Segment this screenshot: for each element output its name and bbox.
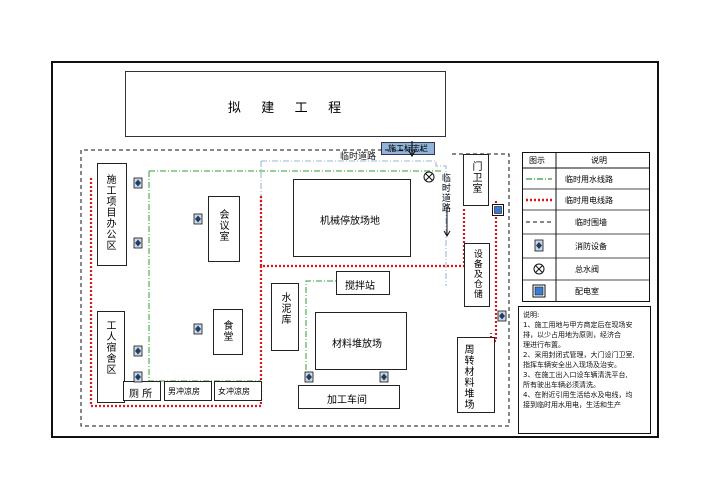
project-office-label: 施工项目办公区: [104, 174, 115, 251]
legend-item-label: 总水阀: [575, 265, 599, 274]
meeting-room-label: 会议室: [217, 209, 228, 242]
legend-item-label: 临时围墙: [575, 218, 607, 227]
notes-line: 1、施工用地与甲方商定后在现场安: [523, 321, 633, 329]
legend-fire-equipment-icon: [534, 239, 544, 252]
notes-line: 排，以少占用地为原则，经济合: [523, 331, 621, 339]
worker-dormitory-area: 工人宿舍区: [97, 311, 125, 403]
notes-line: 3、在施工出入口设车辆清洗平台,: [523, 371, 628, 379]
notes-line: 理进行布置。: [523, 341, 565, 349]
canteen-label: 食堂: [221, 320, 232, 342]
processing-workshop: 加工车间: [298, 385, 400, 409]
fire-equipment-icon: [379, 371, 389, 383]
temporary-road-line: [260, 160, 446, 286]
construction-sign-label: 施工标志栏: [388, 144, 428, 153]
legend-header-desc: 说明: [591, 156, 607, 165]
canteen: 食堂: [213, 309, 243, 355]
legend-main-valve-icon: [533, 263, 545, 275]
legend-power-room-icon: [532, 284, 546, 298]
project-office-area: 施工项目办公区: [97, 163, 127, 266]
water-line-left: [148, 170, 261, 381]
construction-sign: 施工标志栏: [381, 142, 435, 155]
mixing-station: 搅拌站: [336, 271, 390, 295]
main-valve-icon: [423, 171, 435, 183]
power-line-main: [489, 200, 497, 342]
power-line-outer: [89, 175, 465, 407]
road-arrow-head: [407, 150, 416, 157]
fire-equipment-icon: [497, 310, 507, 322]
material-storage-yard: 材料堆放场: [315, 312, 407, 370]
processing-workshop-label: 加工车间: [327, 395, 367, 406]
legend-item-label: 临时用电线路: [565, 196, 613, 205]
legend-header-symbol: 图示: [529, 156, 545, 165]
notes-line: 接到临时用水用电，生活和生产: [523, 401, 621, 409]
proposed-project-label: 拟 建 工 程: [227, 101, 344, 116]
legend-item-label: 临时用水线路: [565, 175, 613, 184]
turnover-material-yard: 周转材料堆场: [457, 337, 495, 413]
male-shower-room: 男冲凉房: [164, 381, 212, 401]
female-shower-room: 女冲凉房: [214, 381, 262, 401]
legend-item-label: 消防设备: [575, 242, 607, 251]
temp-road-label-right: 临时道路: [439, 173, 450, 213]
road-arrow-right-head: [443, 230, 450, 237]
fire-equipment-icon: [193, 213, 203, 225]
equipment-storage-label: 设备及仓储: [471, 249, 482, 299]
notes-line: 指挥车辆安全出入现场及治安。: [523, 361, 621, 369]
notes-box: 说明: 1、施工用地与甲方商定后在现场安 排，以少占用地为原则，经济合 理进行布…: [518, 306, 651, 434]
fire-equipment-icon: [133, 237, 143, 249]
fire-equipment-icon: [193, 323, 203, 335]
cement-warehouse-label: 水泥库: [279, 292, 290, 325]
worker-dormitory-label: 工人宿舍区: [104, 320, 115, 375]
legend-table: 图示 说明 临时用水线路 临时用电线路 临时围墙 消防设备 总水阀 配电室: [522, 152, 650, 302]
temporary-fence-line: [80, 149, 509, 426]
notes-line: 2、采用封闭式管理，大门设门卫室,: [523, 351, 635, 359]
mixing-station-label: 搅拌站: [345, 281, 375, 292]
notes-line: 所有驶出车辆必须清洗。: [523, 381, 600, 389]
turnover-material-label: 周转材料堆场: [462, 344, 473, 410]
machinery-parking-label: 机械停放场地: [320, 216, 380, 227]
fire-equipment-icon: [133, 345, 143, 357]
female-shower-label: 女冲凉房: [218, 387, 250, 396]
equipment-storage: 设备及仓储: [464, 243, 490, 307]
fire-equipment-icon: [133, 177, 143, 189]
water-line-mid: [305, 280, 351, 381]
fire-equipment-icon: [304, 371, 314, 383]
site-lines-layer: [80, 140, 509, 426]
proposed-project-block: 拟 建 工 程: [125, 71, 446, 137]
notes-title: 说明:: [523, 311, 540, 319]
fire-equipment-icon: [133, 371, 143, 383]
legend-item-label: 配电室: [575, 287, 599, 296]
notes-line: 4、在附近引用生活给水及电线，均: [523, 391, 633, 399]
cement-warehouse: 水泥库: [271, 283, 299, 351]
machinery-parking-area: 机械停放场地: [293, 179, 411, 257]
toilet-label: 厕 所: [129, 389, 153, 400]
male-shower-label: 男冲凉房: [168, 387, 200, 396]
gate-guard-room: 门卫室: [463, 154, 489, 206]
toilet: 厕 所: [123, 381, 161, 401]
meeting-room: 会议室: [208, 196, 240, 262]
gate-guard-label: 门卫室: [470, 161, 481, 194]
legend-grid: [522, 152, 650, 302]
temp-road-label-top: 临时道路: [340, 152, 377, 162]
site-plan-frame: 拟 建 工 程 施工标志栏 临时道路 临时道路 施工项目办公区 会议室: [51, 61, 659, 438]
power-room-icon: [492, 204, 504, 216]
material-storage-label: 材料堆放场: [332, 339, 382, 350]
